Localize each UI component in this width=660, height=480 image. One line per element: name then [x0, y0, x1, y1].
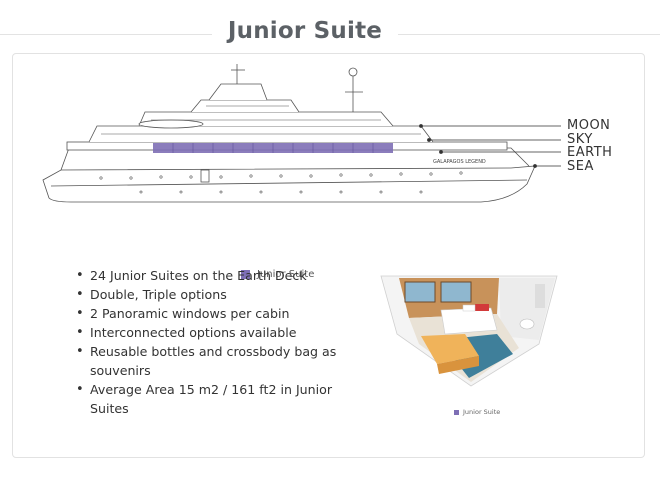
list-item: Average Area 15 m2 / 161 ft2 in Junior S… [75, 380, 345, 418]
feature-list: 24 Junior Suites on the Earth Deck Doubl… [75, 266, 345, 418]
deck-label-earth: EARTH [567, 145, 613, 160]
deck-label-moon: MOON [567, 118, 611, 133]
suite-card: GALAPAGOS LEGEND MOON SKY EARTH SEA Juni… [12, 53, 645, 458]
deck-label-sky: SKY [567, 132, 593, 147]
cabin-3d-icon [380, 275, 558, 387]
deck-label-sea: SEA [567, 159, 594, 174]
list-item: Double, Triple options [75, 285, 345, 304]
list-item: Reusable bottles and crossbody bag as so… [75, 342, 345, 380]
title-divider-right [398, 34, 660, 35]
title-divider-left [0, 34, 212, 35]
cabin-legend-label: Junior Suite [463, 408, 501, 416]
ship-diagram-icon [42, 64, 561, 203]
page-title: Junior Suite [227, 18, 383, 44]
title-row: Junior Suite [0, 14, 660, 54]
list-item: 2 Panoramic windows per cabin [75, 304, 345, 323]
cabin-illustration [379, 274, 559, 389]
cabin-legend-swatch [454, 409, 459, 415]
cabin-legend: Junior Suite [454, 408, 500, 416]
ship-diagram: GALAPAGOS LEGEND MOON SKY EARTH SEA [41, 62, 631, 252]
list-item: 24 Junior Suites on the Earth Deck [75, 266, 345, 285]
ship-name-label: GALAPAGOS LEGEND [433, 159, 486, 165]
earth-deck-suite-highlight [153, 143, 393, 153]
list-item: Interconnected options available [75, 323, 345, 342]
